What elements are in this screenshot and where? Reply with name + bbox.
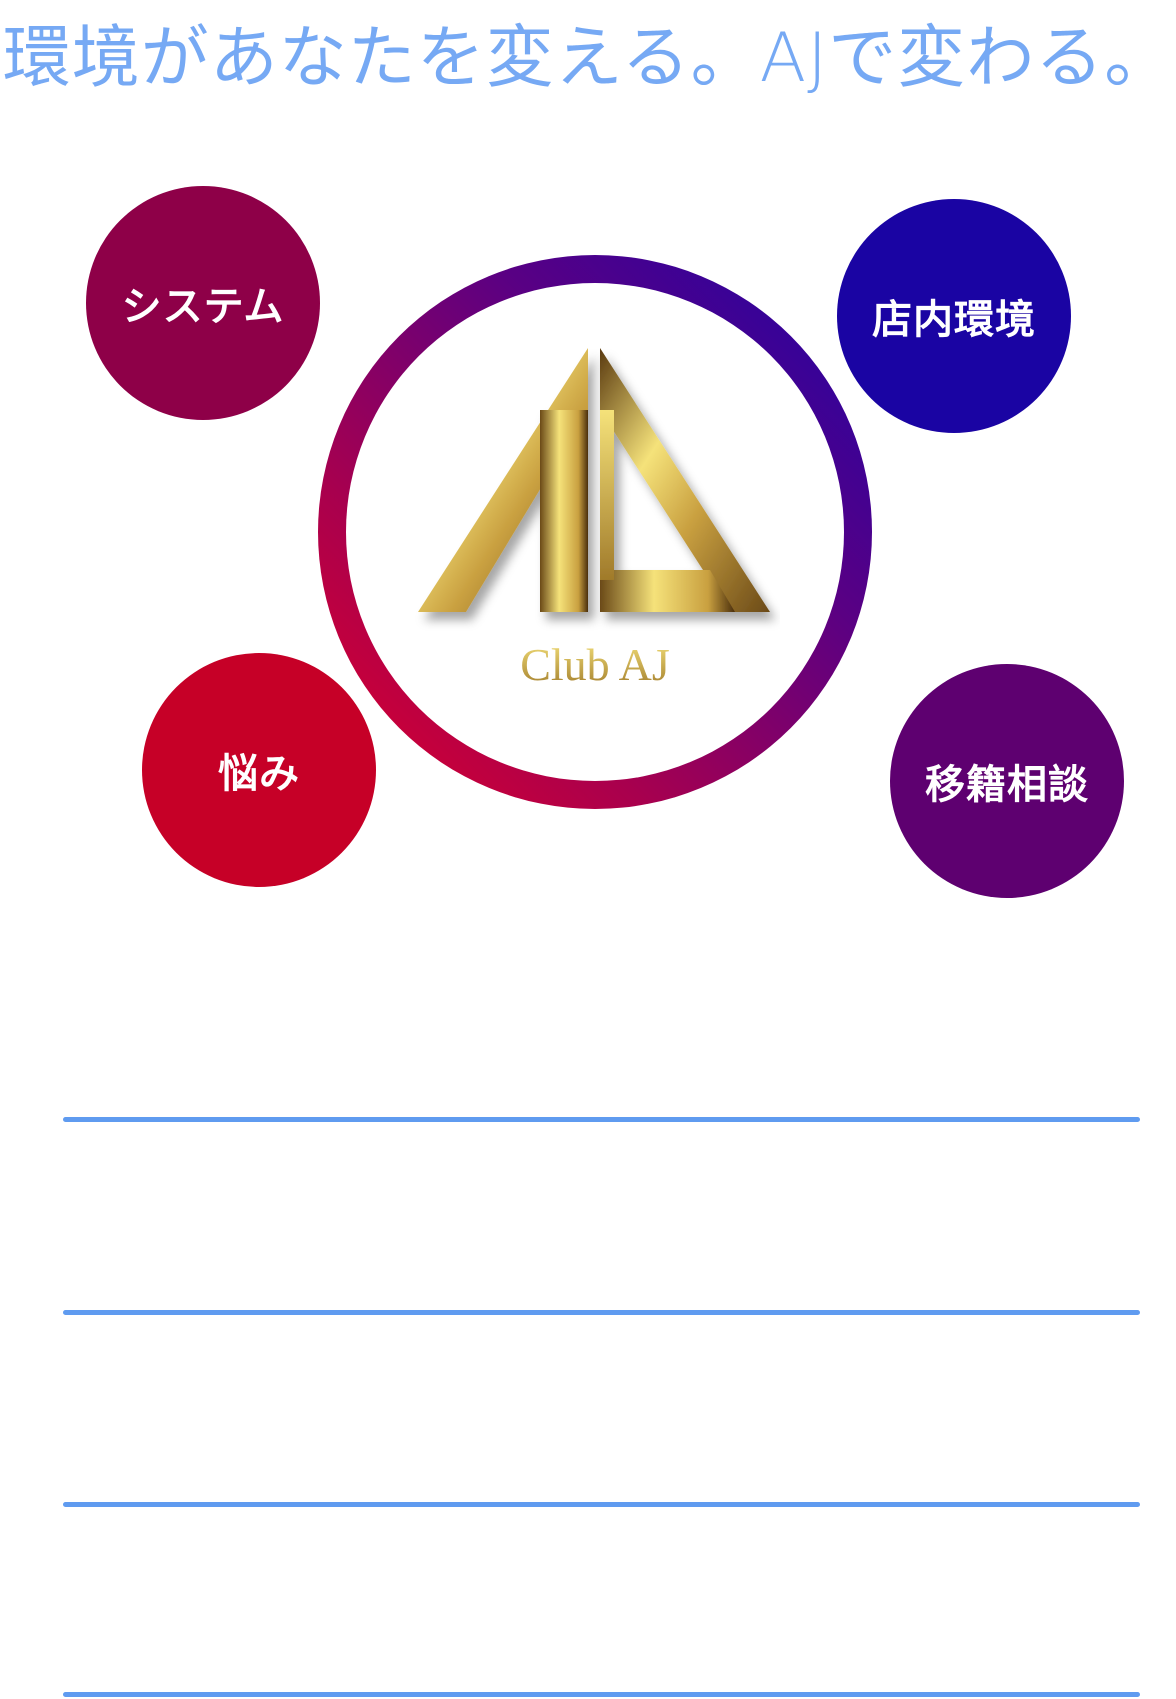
headline: 環境があなたを変える。AJで変わる。 xyxy=(2,19,1174,98)
club-aj-logo: Club AJ xyxy=(418,348,770,690)
store-environment-button[interactable]: 店内環境 xyxy=(837,199,1071,433)
worries-button-label: 悩み xyxy=(218,751,300,797)
system-button[interactable]: システム xyxy=(86,186,320,420)
transfer-consultation-button-label: 移籍相談 xyxy=(925,762,1089,808)
worries-button[interactable]: 悩み xyxy=(142,653,376,887)
logo-ring xyxy=(318,255,872,809)
divider-line xyxy=(63,1502,1140,1507)
transfer-consultation-button[interactable]: 移籍相談 xyxy=(890,664,1124,898)
system-button-label: システム xyxy=(121,284,285,330)
logo-mark xyxy=(418,348,770,612)
divider-line xyxy=(63,1117,1140,1122)
logo-text: Club AJ xyxy=(520,639,670,690)
divider-line xyxy=(63,1310,1140,1315)
logo-ring-inner xyxy=(346,283,844,781)
divider-line xyxy=(63,1692,1140,1697)
store-environment-button-label: 店内環境 xyxy=(872,297,1036,343)
